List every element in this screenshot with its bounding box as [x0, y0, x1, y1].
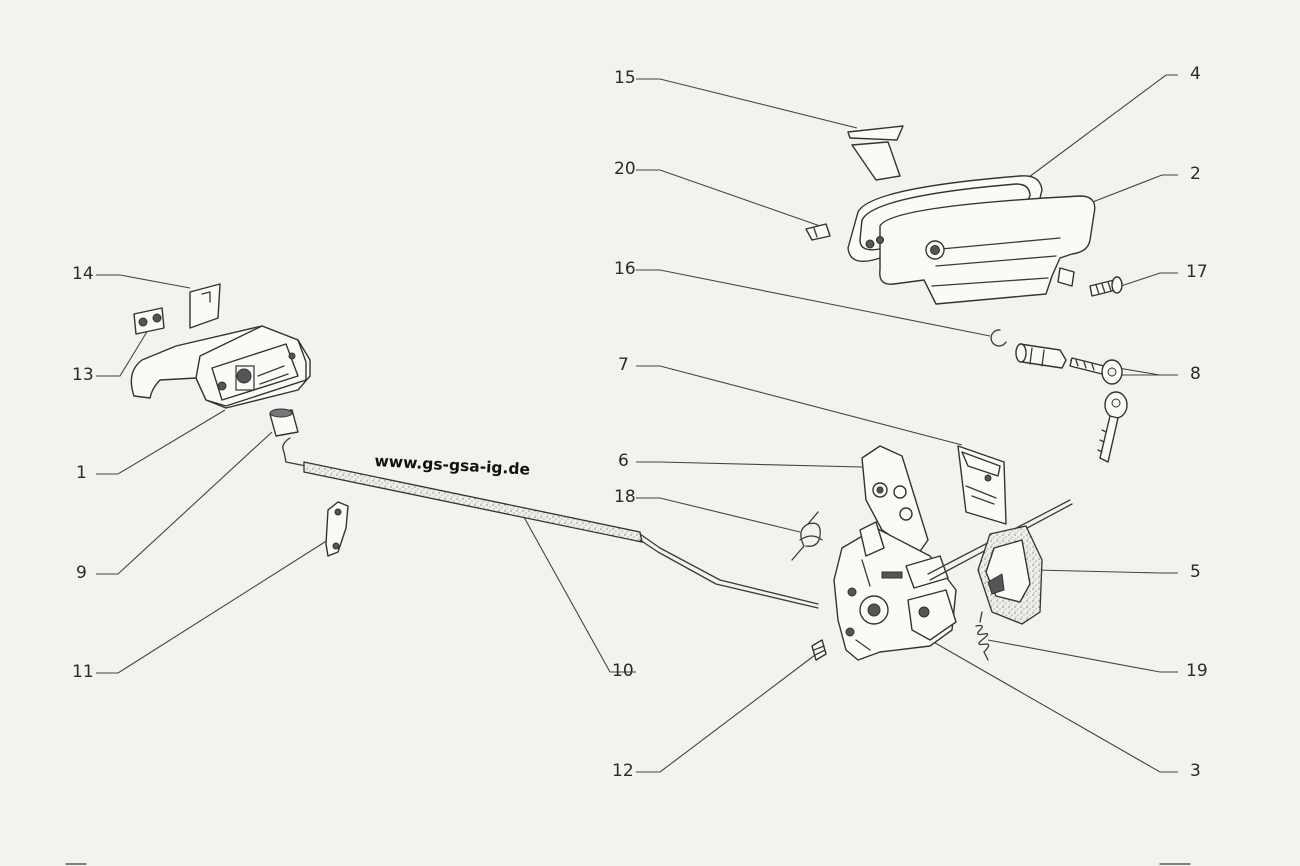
callout-17: 17	[1186, 262, 1208, 282]
leader-12	[636, 654, 816, 773]
callout-16: 16	[614, 259, 636, 279]
leader-10	[519, 509, 636, 673]
callout-13: 13	[72, 365, 94, 385]
torsion-spring-part-18	[791, 511, 823, 561]
leader-11	[96, 539, 329, 674]
callout-20: 20	[614, 159, 636, 179]
leader-19	[987, 639, 1178, 673]
leader-14	[96, 274, 191, 289]
striker-plate-part-7	[957, 445, 1007, 525]
coil-spring-part-19	[975, 611, 990, 661]
knob-part-9	[269, 408, 299, 437]
leader-lines	[96, 74, 1178, 773]
lock-cylinder-and-keys-part-8	[1015, 343, 1128, 463]
latch-bracket-part-6	[861, 445, 929, 555]
callout-2: 2	[1190, 164, 1201, 184]
callout-9: 9	[76, 563, 87, 583]
callout-19: 19	[1186, 661, 1208, 681]
callout-3: 3	[1190, 761, 1201, 781]
gasket-strip-part-15	[847, 125, 904, 181]
leader-15	[636, 78, 858, 129]
lock-mechanism-part-3	[833, 499, 1073, 661]
screw-part-17	[1089, 276, 1123, 297]
callout-5: 5	[1190, 562, 1201, 582]
cover-part-14	[189, 283, 221, 329]
leader-5	[1034, 569, 1178, 574]
callout-11: 11	[72, 662, 94, 682]
leader-7	[636, 365, 963, 446]
leader-13	[96, 329, 149, 377]
leader-9	[96, 431, 273, 575]
leader-4	[1024, 74, 1178, 181]
leader-2	[1084, 174, 1178, 206]
circlip-part-16	[990, 329, 1007, 347]
control-rod-part-10	[282, 437, 819, 609]
callout-8: 8	[1190, 364, 1201, 384]
callout-15: 15	[614, 68, 636, 88]
callout-6: 6	[618, 451, 629, 471]
callout-1: 1	[76, 463, 87, 483]
callout-7: 7	[618, 355, 629, 375]
callout-10: 10	[612, 661, 634, 681]
callout-14: 14	[72, 264, 94, 284]
leader-6	[636, 461, 863, 468]
callout-18: 18	[614, 487, 636, 507]
trim-pad-part-5	[977, 525, 1043, 625]
clip-plate-part-13	[133, 307, 165, 335]
leader-16	[636, 269, 991, 337]
callout-4: 4	[1190, 64, 1201, 84]
clip-part-20	[805, 223, 831, 241]
leader-17	[1114, 272, 1178, 289]
lever-part-11	[325, 501, 349, 557]
leader-3	[929, 639, 1178, 773]
pin-part-12	[811, 639, 827, 661]
leader-20	[636, 169, 821, 227]
inner-handle-housing-part-1	[130, 325, 311, 409]
outer-door-handle-part-2-4	[847, 175, 1096, 305]
callout-12: 12	[612, 761, 634, 781]
leader-18	[636, 497, 801, 533]
leader-1	[96, 409, 226, 475]
